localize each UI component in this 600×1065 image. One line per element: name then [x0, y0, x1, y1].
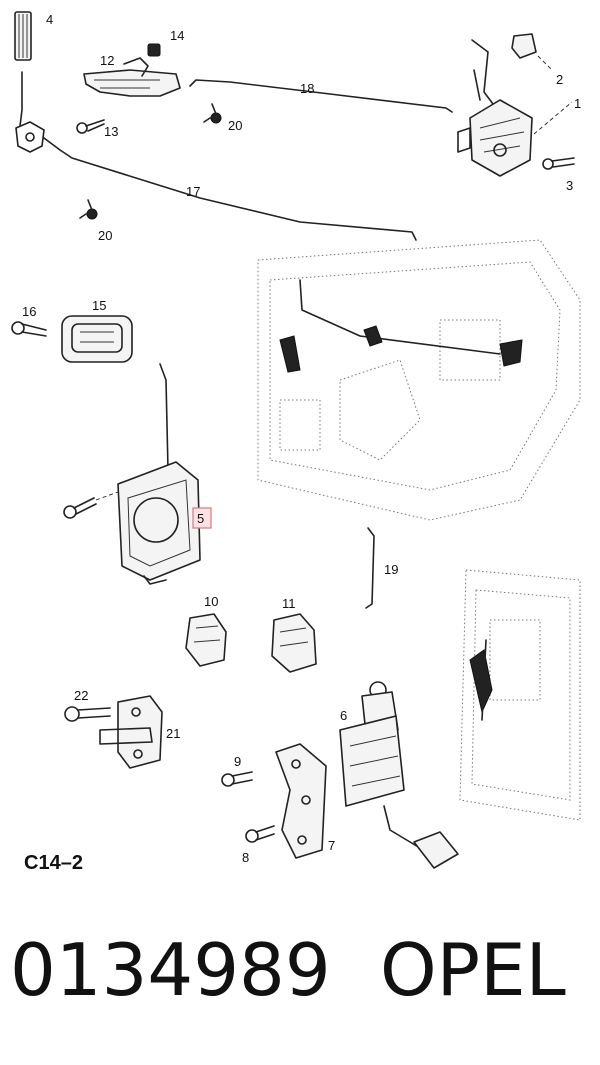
- part-3-screw: [542, 157, 575, 170]
- part-18-rod: [189, 79, 453, 113]
- callout-9: 9: [234, 754, 241, 769]
- callout-19: 19: [384, 562, 398, 577]
- callout-1: 1: [574, 96, 581, 111]
- callout-2: 2: [556, 72, 563, 87]
- diagram-code: C14–2: [24, 852, 83, 874]
- part-22-screw: [64, 706, 111, 722]
- part-8-screw: [245, 825, 275, 843]
- part-11-clip: [271, 613, 317, 673]
- part-2-clip: [511, 33, 537, 59]
- exploded-parts-diagram: 4 14 12 18 13 20 2 1 3 17 20 16 15 5 19 …: [11, 11, 581, 869]
- part-9-screw: [221, 771, 253, 787]
- part-5-screw: [63, 491, 119, 519]
- callout-14: 14: [170, 28, 184, 43]
- door-panel-detail: [459, 569, 581, 821]
- part-7-mounting-bracket: [275, 743, 327, 859]
- callout-15: 15: [92, 298, 106, 313]
- part-20-clip-lower: [79, 199, 98, 220]
- part-4-lock-knob-rod: [14, 11, 45, 153]
- footer: 0134989 OPEL: [0, 928, 600, 1028]
- callout-5: 5: [197, 511, 204, 526]
- callout-10: 10: [204, 594, 218, 609]
- part-17-rod: [43, 137, 417, 241]
- part-13-screw: [76, 119, 105, 134]
- part-16-screw: [11, 321, 47, 337]
- callout-8: 8: [242, 850, 249, 865]
- part-number: 0134989: [10, 928, 331, 1012]
- callout-11: 11: [282, 596, 296, 611]
- callout-12: 12: [100, 53, 114, 68]
- callout-17: 17: [186, 184, 200, 199]
- part-10-clip: [185, 613, 227, 667]
- part-20-clip-upper: [203, 103, 222, 124]
- part-1-door-lock: [457, 39, 533, 177]
- callout-4: 4: [46, 12, 53, 27]
- callout-20-lower: 20: [98, 228, 112, 243]
- callout-18: 18: [300, 81, 314, 96]
- callout-6: 6: [340, 708, 347, 723]
- part-5-lock-mechanism: [117, 363, 201, 585]
- callout-5-highlight: [192, 507, 212, 529]
- part-12-inner-handle: [83, 57, 181, 97]
- part-19-rod: [365, 527, 375, 609]
- door-inner-panel: [257, 239, 581, 521]
- part-14-clip: [147, 43, 161, 57]
- part-6-central-locking-actuator: [339, 681, 459, 869]
- callout-21: 21: [166, 726, 180, 741]
- callout-3: 3: [566, 178, 573, 193]
- callout-22: 22: [74, 688, 88, 703]
- part-15-handle-bezel: [61, 315, 133, 363]
- callout-16: 16: [22, 304, 36, 319]
- callout-20-upper: 20: [228, 118, 242, 133]
- brand-name: OPEL: [380, 928, 566, 1012]
- callout-13: 13: [104, 124, 118, 139]
- part-21-striker-plate: [99, 695, 163, 769]
- callout-7: 7: [328, 838, 335, 853]
